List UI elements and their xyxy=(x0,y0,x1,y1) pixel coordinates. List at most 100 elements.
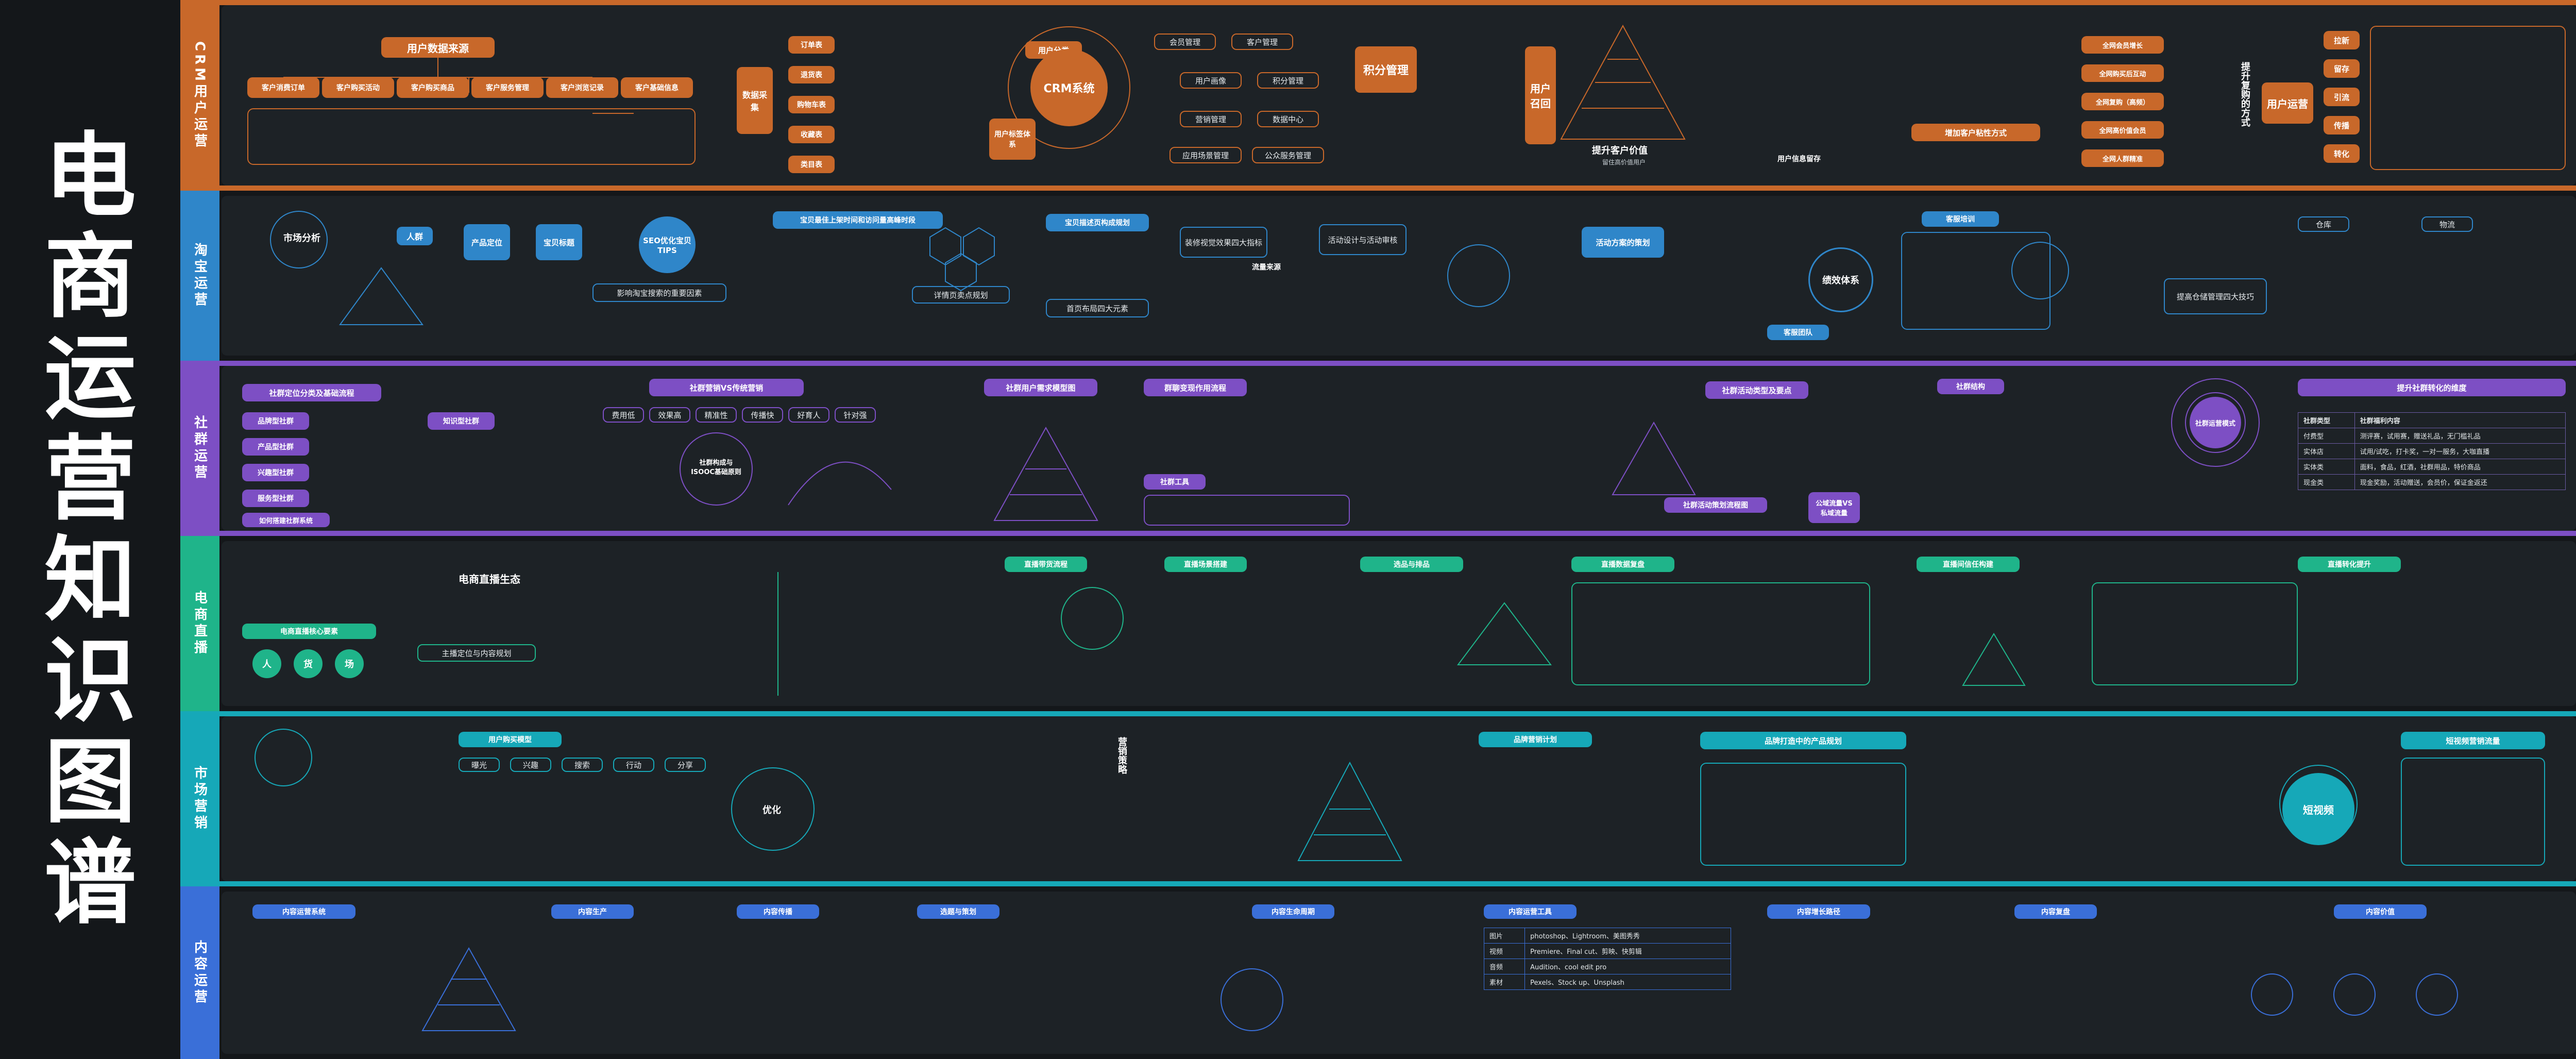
crm-recall-node: 用户召回 xyxy=(1525,46,1556,144)
cm-type: 品牌型社群 xyxy=(242,412,309,430)
table-row: 付费型测评赛，试用赛，赠送礼品，无门槛礼品 xyxy=(2298,428,2566,444)
tb-kf-detail xyxy=(1901,232,2050,330)
section-content: 内容运营 内容运营系统 内容生产 内容传播 选题与策划 内容生命周期 内容运营工… xyxy=(180,886,2576,1059)
live-core-node: 人 xyxy=(252,649,281,678)
section-taobao: 淘宝运营 市场分析 人群 产品定位 宝贝标题 SEO优化宝贝TIPS 影响淘宝搜… xyxy=(180,191,2576,361)
crm-source-detail xyxy=(247,108,696,165)
tb-detail-box: 详情页卖点规划 xyxy=(912,286,1010,304)
section-label: 淘宝运营 xyxy=(192,243,208,309)
crm-user-tags-node: 用户标签体系 xyxy=(989,119,1036,160)
table-cell: 现金类 xyxy=(2298,474,2355,490)
section-label: 社群运营 xyxy=(192,415,208,481)
cm-type: 兴趣型社群 xyxy=(242,464,309,481)
mk-step: 行动 xyxy=(613,758,654,772)
table-cell: 图片 xyxy=(1483,928,1526,944)
live-title: 电商直播生态 xyxy=(459,573,520,585)
cm-sale-vs-item: 传播快 xyxy=(742,407,783,423)
title-char: 图 xyxy=(44,728,136,835)
crm-ops-step: 留存 xyxy=(2324,59,2360,78)
market-panel: 用户购买模型 曝光 兴趣 搜索 行动 分享 营销策略 优化 品牌营销计划 品牌打… xyxy=(222,716,2576,881)
cm-flow-node: 群聊变现作用流程 xyxy=(1144,379,1247,396)
crm-points-node: 积分管理 xyxy=(1355,46,1417,93)
table-row: 现金类现金奖励，活动赠送，会员价，保证金返还 xyxy=(2298,474,2566,490)
cm-conv-node: 公域流量VS私域流量 xyxy=(1808,492,1860,523)
title-char: 谱 xyxy=(44,829,136,936)
tb-layout-box: 首页布局四大元素 xyxy=(1046,299,1149,317)
live-trust-node: 直播间信任构建 xyxy=(1917,557,2020,572)
crm-collect-node: 数据采集 xyxy=(737,67,773,134)
mk-step: 兴趣 xyxy=(510,758,551,772)
section-label: CRM用户运营 xyxy=(192,41,208,150)
ct-distrib-node: 内容传播 xyxy=(737,904,819,919)
crm-ring-item: 应用场景管理 xyxy=(1170,147,1242,163)
mk-product-plan-node: 品牌打造中的产品规划 xyxy=(1700,732,1906,749)
crm-ring-item: 积分管理 xyxy=(1257,72,1319,89)
ct-make-node: 内容生产 xyxy=(551,904,634,919)
crm-source-node: 客户消费订单 xyxy=(247,77,319,98)
crm-data-source-node: 用户数据来源 xyxy=(381,37,495,58)
crm-segment-box: 全网会员增长 xyxy=(2081,36,2164,54)
live-panel: 人 货 场 电商直播核心要素 电商直播生态 主播定位与内容规划 直播带货流程 直… xyxy=(222,541,2576,706)
cm-sale-vs-item: 精准性 xyxy=(696,407,737,423)
mk-center-circle: 短视频 xyxy=(2282,773,2354,845)
table-header: 社群福利内容 xyxy=(2354,412,2566,428)
mk-step: 搜索 xyxy=(562,758,603,772)
live-roles-node: 电商直播核心要素 xyxy=(242,624,376,639)
crm-panel: 用户数据来源 客户消费订单 客户购买活动 客户购买商品 客户服务管理 客户浏览记… xyxy=(222,5,2576,186)
tb-logistics: 物流 xyxy=(2421,216,2473,232)
live-scene-node: 直播场景搭建 xyxy=(1164,557,1247,572)
tb-store-mgmt-box: 提高仓储管理四大技巧 xyxy=(2164,278,2267,314)
tb-metrics-box: 装修视觉效果四大指标 xyxy=(1180,227,1267,258)
title-char: 运 xyxy=(44,324,136,431)
live-process-node: 直播带货流程 xyxy=(1005,557,1087,572)
ct-system-node: 内容运营系统 xyxy=(252,904,355,919)
tb-factors-box: 影响淘宝搜索的重要因素 xyxy=(592,283,726,302)
live-detail-box xyxy=(1571,582,1870,685)
live-core-node: 货 xyxy=(294,649,323,678)
section-label: 内容运营 xyxy=(192,939,208,1006)
crm-source-node: 客户服务管理 xyxy=(471,77,544,98)
mk-step: 分享 xyxy=(665,758,706,772)
crm-system-circle: CRM系统 xyxy=(1030,49,1108,126)
tb-warehouse: 仓库 xyxy=(2298,216,2349,232)
mk-detail-box xyxy=(1700,763,1906,866)
ct-growth-node: 内容增长路径 xyxy=(1767,904,1870,919)
crm-repurchase-label: 提升复购的方式 xyxy=(2240,62,2250,127)
section-crm: CRM用户运营 用户数据来源 客户消费订单 客户购买活动 客户购买商品 客户服务… xyxy=(180,0,2576,191)
mk-right-title: 短视频营销流量 xyxy=(2401,732,2545,749)
table-cell: 实体类 xyxy=(2298,459,2355,475)
cm-circle-center: 社群构成与ISOOC基础原则 xyxy=(691,459,741,477)
mk-opt-label: 优化 xyxy=(762,805,781,816)
cm-benefit-table: 社群类型社群福利内容 付费型测评赛，试用赛，赠送礼品，无门槛礼品 实体店试用/试… xyxy=(2298,412,2566,490)
crm-source-node: 客户购买商品 xyxy=(397,77,469,98)
crm-ops-step: 拉新 xyxy=(2324,31,2360,49)
crm-lift-method: 增加客户粘性方式 xyxy=(1911,124,2040,141)
section-label: 电商直播 xyxy=(192,591,208,657)
crm-collect-item: 类目表 xyxy=(788,156,835,173)
section-label: 市场营销 xyxy=(192,766,208,832)
tb-traffic-label: 流量来源 xyxy=(1252,263,1281,272)
mk-right-box xyxy=(2401,758,2545,866)
table-cell: 音频 xyxy=(1483,959,1526,974)
crm-ring-item: 营销管理 xyxy=(1180,111,1242,127)
tb-crowd-node: 人群 xyxy=(397,227,433,245)
title-char: 知 xyxy=(44,526,136,633)
cm-type: 如何搭建社群系统 xyxy=(242,513,330,527)
tb-activity-box: 活动设计与活动审核 xyxy=(1319,224,1406,255)
cm-type: 知识型社群 xyxy=(428,412,495,430)
tb-team-node: 客服团队 xyxy=(1767,325,1829,340)
tb-spread-node: 宝贝最佳上架时间和访问量高峰时段 xyxy=(773,211,943,229)
cm-sale-vs-item: 费用低 xyxy=(603,407,644,423)
live-product-node: 选品与排品 xyxy=(1360,557,1463,572)
crm-ring-item: 客户管理 xyxy=(1231,33,1293,50)
mk-plan-node: 品牌营销计划 xyxy=(1479,732,1592,747)
crm-pyramid-sub: 留住高价值用户 xyxy=(1602,159,1646,166)
crm-source-node: 客户浏览记录 xyxy=(546,77,618,98)
live-conversion-node: 直播转化提升 xyxy=(2298,557,2401,572)
title-char: 商 xyxy=(44,223,136,330)
crm-source-node: 客户基础信息 xyxy=(621,77,693,98)
section-market: 市场营销 用户购买模型 曝光 兴趣 搜索 行动 分享 营销策略 优化 品牌营销计… xyxy=(180,711,2576,886)
